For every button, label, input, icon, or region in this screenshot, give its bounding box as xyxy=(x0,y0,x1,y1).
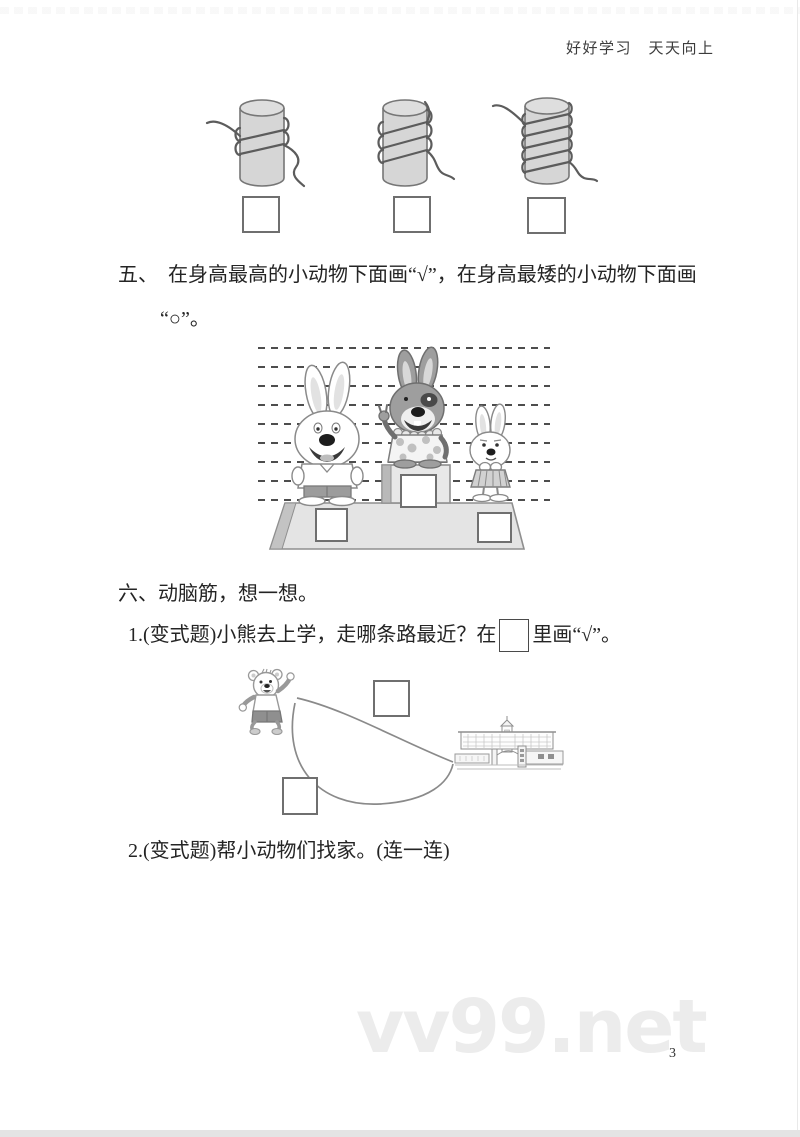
spool-illustration-3-wraps xyxy=(328,92,478,200)
school-building xyxy=(454,716,564,770)
bear xyxy=(238,668,295,736)
spool-illustration-5-wraps xyxy=(470,90,620,198)
road-curved xyxy=(291,702,454,805)
question5-line2: “○”。 xyxy=(160,308,210,330)
question5-line1: 五、 在身高最高的小动物下面画“√”，在身高最矮的小动物下面画 xyxy=(118,264,697,286)
road-paths xyxy=(291,697,454,805)
question6-title: 六、动脑筋，想一想。 xyxy=(118,583,318,605)
answer-box-inline[interactable] xyxy=(499,618,530,652)
answer-box-rabbit-right[interactable] xyxy=(477,512,512,543)
answer-box-road-curved[interactable] xyxy=(282,777,318,815)
road-straight xyxy=(296,697,454,763)
answer-box-spool-1[interactable] xyxy=(242,196,280,233)
thread-3-wraps xyxy=(377,100,456,181)
bear-path-illustration xyxy=(230,665,575,830)
rabbit-middle xyxy=(378,346,449,469)
answer-box-road-straight[interactable] xyxy=(373,680,410,717)
answer-box-rabbit-left[interactable] xyxy=(315,508,348,542)
thread-2-wraps xyxy=(205,116,306,188)
rabbit-right xyxy=(469,403,511,503)
answer-box-rabbit-middle[interactable] xyxy=(400,474,437,508)
page-number: 3 xyxy=(669,1046,676,1061)
thread-5-wraps xyxy=(491,101,599,183)
question6-sub1-line: 1.(变式题)小熊去上学，走哪条路最近？在 里画“√”。 xyxy=(128,616,621,654)
watermark: vv99.net xyxy=(356,984,708,1070)
answer-box-spool-3[interactable] xyxy=(527,197,566,234)
page-edge-line xyxy=(797,0,798,1137)
header-motto: 好好学习 天天向上 xyxy=(566,41,715,57)
answer-box-spool-2[interactable] xyxy=(393,196,431,233)
spool-illustration-2-wraps xyxy=(185,92,335,200)
rabbit-left xyxy=(291,361,364,507)
bottom-scan-bar xyxy=(0,1130,800,1137)
question6-sub1-text-after: 里画“√”。 xyxy=(532,623,622,646)
rabbit-height-illustration xyxy=(240,335,560,560)
question6-sub1-text-before: 1.(变式题)小熊去上学，走哪条路最近？在 xyxy=(128,623,497,646)
scan-artifact-strip xyxy=(0,7,800,14)
question6-sub2-text: 2.(变式题)帮小动物们找家。(连一连) xyxy=(128,840,450,862)
